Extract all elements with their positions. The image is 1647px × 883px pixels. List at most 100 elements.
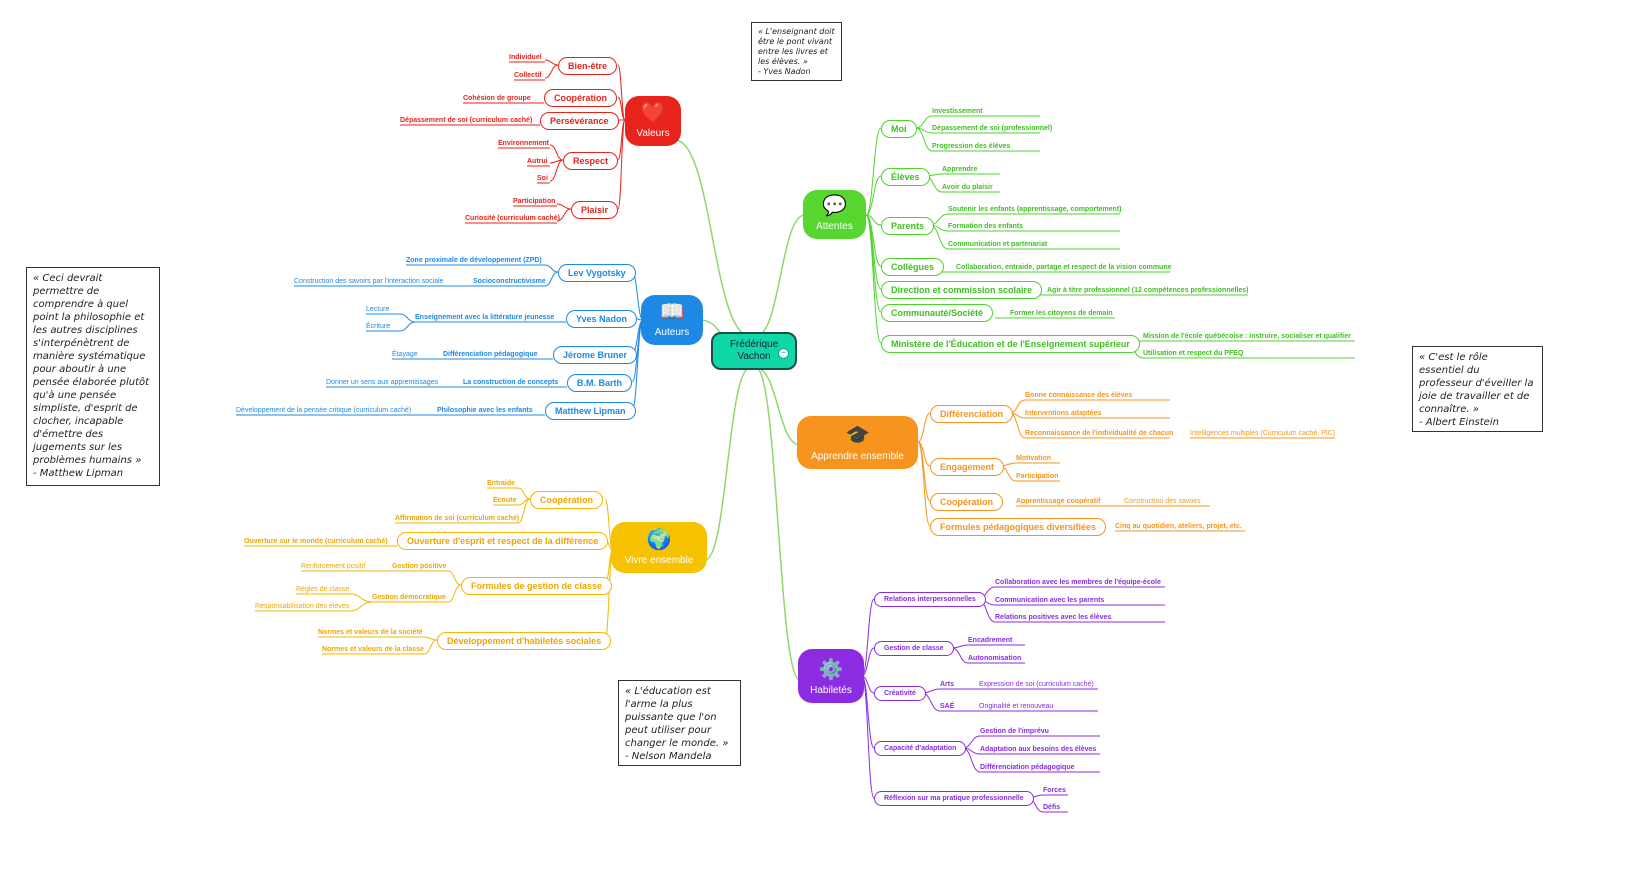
- node-reflexion-pratique[interactable]: Réflexion sur ma pratique professionnell…: [874, 791, 1034, 806]
- leaf-originalite[interactable]: Originalité et renouveau: [979, 703, 1054, 710]
- leaf-mission-ecole[interactable]: Mission de l'école québécoise : instruir…: [1143, 333, 1351, 340]
- leaf-differenciation-habiletes[interactable]: Différenciation pédagogique: [980, 764, 1075, 771]
- leaf-soi[interactable]: Soi: [537, 175, 548, 182]
- leaf-zpd[interactable]: Zone proximale de développement (ZPD): [406, 257, 542, 264]
- leaf-philosophie-enfants[interactable]: Philosophie avec les enfants: [437, 407, 533, 414]
- node-respect[interactable]: Respect: [563, 152, 619, 170]
- leaf-connaissance-eleves[interactable]: Bonne connaissance des élèves: [1025, 392, 1133, 399]
- node-vygotsky[interactable]: Lev Vygotsky: [558, 264, 636, 282]
- leaf-environnement[interactable]: Environnement: [498, 140, 549, 147]
- branch-vivre-ensemble[interactable]: 🌍 Vivre ensemble: [611, 522, 707, 573]
- node-capacite-adaptation[interactable]: Capacité d'adaptation: [874, 741, 967, 756]
- leaf-autonomisation[interactable]: Autonomisation: [968, 655, 1022, 662]
- node-parents[interactable]: Parents: [881, 217, 935, 235]
- leaf-sae[interactable]: SAÉ: [940, 703, 955, 710]
- node-creativite[interactable]: Créativité: [874, 686, 926, 701]
- node-relations-interpersonnelles[interactable]: Relations interpersonnelles: [874, 592, 986, 607]
- leaf-entraide[interactable]: Entraide: [487, 480, 516, 487]
- leaf-individuel[interactable]: Individuel: [509, 54, 542, 61]
- leaf-formation-enfants[interactable]: Formation des enfants: [948, 223, 1024, 230]
- leaf-defis[interactable]: Défis: [1043, 804, 1061, 811]
- leaf-donner-sens[interactable]: Donner un sens aux apprentissages: [326, 379, 439, 386]
- leaf-agir-professionnel[interactable]: Agir à titre professionnel (12 compétenc…: [1047, 287, 1249, 294]
- branch-attentes[interactable]: 💬 Attentes: [803, 190, 866, 239]
- node-collegues[interactable]: Collègues: [881, 258, 945, 276]
- node-lipman[interactable]: Matthew Lipman: [545, 402, 636, 420]
- node-formules-gestion[interactable]: Formules de gestion de classe: [461, 577, 613, 595]
- quote-lipman[interactable]: « Ceci devrait permettre de comprendre à…: [26, 267, 160, 486]
- leaf-normes-classe[interactable]: Normes et valeurs de la classe: [322, 646, 424, 653]
- leaf-responsabilisation[interactable]: Responsabilisation des élèves: [255, 603, 350, 610]
- leaf-investissement[interactable]: Investissement: [932, 108, 983, 115]
- node-cooperation-vivre[interactable]: Coopération: [530, 491, 603, 509]
- node-eleves[interactable]: Élèves: [881, 168, 930, 186]
- leaf-intelligences-multiples[interactable]: Intelligences multiples (Curriculum cach…: [1190, 430, 1336, 437]
- leaf-etayage[interactable]: Étayage: [392, 351, 418, 358]
- leaf-cohesion[interactable]: Cohésion de groupe: [463, 95, 531, 102]
- collapse-toggle-icon[interactable]: −: [778, 348, 789, 359]
- leaf-litterature-jeunesse[interactable]: Enseignement avec la littérature jeuness…: [415, 314, 555, 321]
- leaf-avoir-plaisir[interactable]: Avoir du plaisir: [942, 184, 993, 191]
- node-plaisir[interactable]: Plaisir: [571, 201, 619, 219]
- node-perseverance[interactable]: Persévérance: [540, 112, 619, 130]
- node-moi[interactable]: Moi: [881, 120, 917, 138]
- leaf-ouverture-monde[interactable]: Ouverture sur le monde (curriculum caché…: [244, 538, 388, 545]
- node-direction[interactable]: Direction et commission scolaire: [881, 281, 1043, 299]
- leaf-gestion-imprevu[interactable]: Gestion de l'imprévu: [980, 728, 1049, 735]
- branch-auteurs[interactable]: 📖 Auteurs: [641, 295, 703, 345]
- leaf-pensee-critique[interactable]: Développement de la pensée critique (cur…: [236, 407, 412, 414]
- node-communaute[interactable]: Communauté/Société: [881, 304, 994, 322]
- leaf-normes-societe[interactable]: Normes et valeurs de la société: [318, 629, 423, 636]
- leaf-soutenir-enfants[interactable]: Soutenir les enfants (apprentissage, com…: [948, 206, 1122, 213]
- quote-nadon[interactable]: « L'enseignant doit être le pont vivant …: [751, 22, 842, 81]
- branch-apprendre-ensemble[interactable]: 🎓 Apprendre ensemble: [797, 416, 918, 469]
- leaf-ecriture[interactable]: Écriture: [366, 323, 391, 330]
- node-ouverture-esprit[interactable]: Ouverture d'esprit et respect de la diff…: [397, 532, 609, 550]
- leaf-encadrement[interactable]: Encadrement: [968, 637, 1013, 644]
- node-formules-pedagogiques[interactable]: Formules pédagogiques diversifiées: [930, 518, 1107, 536]
- node-gestion-classe[interactable]: Gestion de classe: [874, 641, 954, 656]
- leaf-construction-savoirs[interactable]: Construction des savoirs par l'interacti…: [294, 278, 444, 285]
- leaf-cinq-quotidien[interactable]: Cinq au quotidien, ateliers, projet, etc…: [1115, 523, 1242, 530]
- leaf-reconnaissance-individualite[interactable]: Reconnaissance de l'individualité de cha…: [1025, 430, 1174, 437]
- leaf-depassement-soi[interactable]: Dépassement de soi (curriculum caché): [400, 117, 533, 124]
- leaf-interventions-adaptees[interactable]: Interventions adaptées: [1025, 410, 1102, 417]
- leaf-relations-positives[interactable]: Relations positives avec les élèves: [995, 614, 1112, 621]
- leaf-arts[interactable]: Arts: [940, 681, 955, 688]
- leaf-construction-concepts[interactable]: La construction de concepts: [463, 379, 559, 386]
- node-nadon[interactable]: Yves Nadon: [566, 310, 638, 328]
- leaf-autrui[interactable]: Autrui: [527, 158, 548, 165]
- quote-einstein[interactable]: « C'est le rôle essentiel du professeur …: [1412, 346, 1543, 432]
- node-habiletes-sociales[interactable]: Développement d'habiletés sociales: [437, 632, 612, 650]
- leaf-construction-savoirs-apprendre[interactable]: Construction des savoirs: [1124, 498, 1201, 505]
- node-differenciation[interactable]: Différenciation: [930, 405, 1014, 423]
- leaf-differenciation-pedagogique[interactable]: Différenciation pédagogique: [443, 351, 538, 358]
- leaf-affirmation-soi[interactable]: Affirmation de soi (curriculum caché): [395, 515, 520, 522]
- node-cooperation-apprendre[interactable]: Coopération: [930, 493, 1003, 511]
- leaf-adaptation-besoins[interactable]: Adaptation aux besoins des élèves: [980, 746, 1097, 753]
- branch-valeurs[interactable]: ❤️ Valeurs: [625, 96, 681, 146]
- quote-mandela[interactable]: « L'éducation est l'arme la plus puissan…: [618, 680, 741, 766]
- node-barth[interactable]: B.M. Barth: [567, 374, 632, 392]
- node-ministere[interactable]: Ministère de l'Éducation et de l'Enseign…: [881, 335, 1140, 353]
- leaf-participation-valeurs[interactable]: Participation: [513, 198, 556, 205]
- leaf-collaboration-entraide[interactable]: Collaboration, entraide, partage et resp…: [956, 264, 1172, 271]
- node-bruner[interactable]: Jérome Bruner: [553, 346, 638, 364]
- leaf-motivation[interactable]: Motivation: [1016, 455, 1051, 462]
- leaf-lecture[interactable]: Lecture: [366, 306, 390, 313]
- node-engagement[interactable]: Engagement: [930, 458, 1005, 476]
- leaf-communication-parents[interactable]: Communication avec les parents: [995, 597, 1105, 604]
- leaf-expression-soi[interactable]: Expression de soi (curriculum caché): [979, 681, 1094, 688]
- leaf-gestion-positive[interactable]: Gestion positive: [392, 563, 447, 570]
- leaf-gestion-democratique[interactable]: Gestion démocratique: [372, 594, 446, 601]
- leaf-participation-apprendre[interactable]: Participation: [1016, 473, 1059, 480]
- leaf-curiosite[interactable]: Curiosité (curriculum caché): [465, 215, 560, 222]
- node-cooperation-valeurs[interactable]: Coopération: [544, 89, 617, 107]
- leaf-apprentissage-cooperatif[interactable]: Apprentissage coopératif: [1016, 498, 1101, 505]
- leaf-ecoute[interactable]: Écoute: [493, 497, 517, 504]
- node-bien-etre[interactable]: Bien-être: [558, 57, 618, 75]
- leaf-apprendre[interactable]: Apprendre: [942, 166, 978, 173]
- leaf-socioconstructivisme[interactable]: Socioconstructivisme: [473, 278, 546, 285]
- leaf-collectif[interactable]: Collectif: [514, 72, 542, 79]
- leaf-communication-partenariat[interactable]: Communication et partenariat: [948, 241, 1048, 248]
